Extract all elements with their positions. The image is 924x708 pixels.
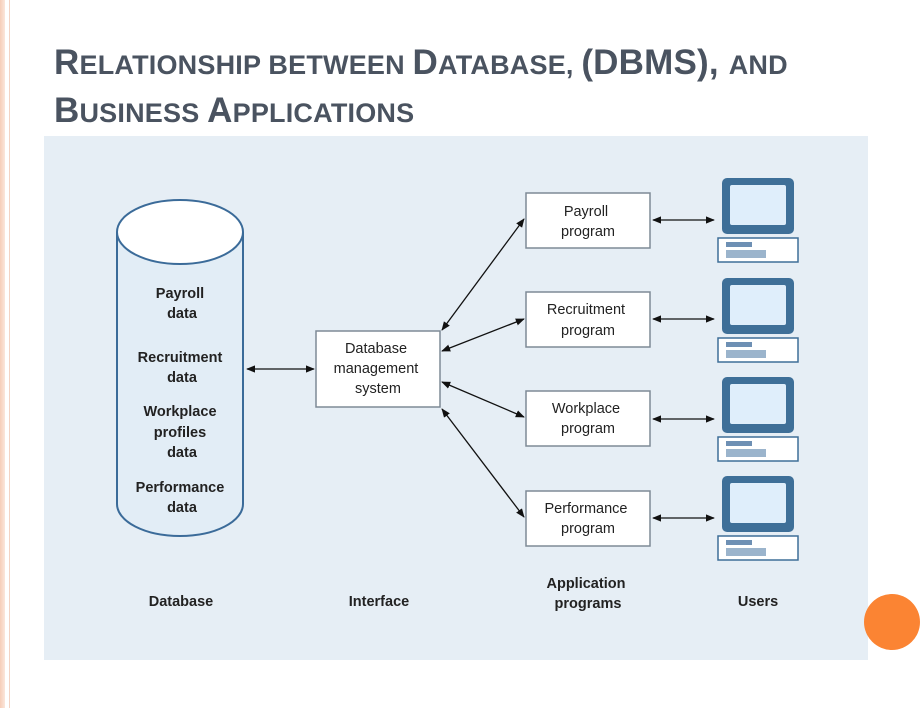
column-label-application: Application programs <box>547 576 630 612</box>
svg-text:Workplace program: Workplace program <box>552 401 624 437</box>
program-performance: Performance program <box>525 490 651 547</box>
program-recruitment: Recruitment program <box>525 291 651 348</box>
user-computer-icon <box>717 377 799 462</box>
diagram-panel: Payroll data Recruitment data Workplace … <box>44 136 868 660</box>
svg-text:Performance program: Performance program <box>544 501 631 537</box>
user-computer-icon <box>717 278 799 363</box>
db-item-workplace: Workplace profiles data <box>143 404 220 461</box>
database-cylinder <box>116 199 244 537</box>
user-computer-icon <box>717 476 799 561</box>
column-label-interface: Interface <box>349 594 409 610</box>
arrow-dbms-recruitment <box>441 318 525 352</box>
title-word-cap: R <box>54 43 80 82</box>
title-word-rest: USINESS <box>79 98 208 128</box>
column-label-database: Database <box>149 594 213 610</box>
db-item-recruitment: Recruitment data <box>138 350 227 386</box>
title-word-rest: ELATIONSHIP BETWEEN <box>79 50 413 80</box>
accent-circle <box>864 594 920 650</box>
arrow-dbms-workplace <box>441 381 525 418</box>
svg-text:Payroll program: Payroll program <box>561 204 615 240</box>
dbms-label: Database management system <box>334 341 423 397</box>
program-payroll: Payroll program <box>525 192 651 249</box>
title-word-rest: AND <box>728 50 788 80</box>
dbms-relationship-diagram: Payroll data Recruitment data Workplace … <box>116 178 799 612</box>
slide-title: RELATIONSHIP BETWEEN DATABASE, (DBMS), A… <box>54 40 924 136</box>
dbms-box <box>315 330 441 408</box>
arrow-dbms-performance <box>441 408 525 518</box>
title-word-rest: ATABASE, <box>438 50 582 80</box>
left-edge-decoration <box>0 0 5 708</box>
title-line-1: RELATIONSHIP BETWEEN DATABASE, (DBMS), A… <box>54 40 924 88</box>
title-word-cap: (DBMS), <box>581 43 729 82</box>
title-line-2: BUSINESS APPLICATIONS <box>54 88 924 136</box>
title-word-cap: B <box>54 91 80 130</box>
column-label-users: Users <box>738 594 778 610</box>
user-computer-icon <box>717 178 799 263</box>
title-word-rest: PPLICATIONS <box>232 98 415 128</box>
db-item-performance: Performance data <box>136 480 229 516</box>
svg-text:Recruitment program: Recruitment program <box>547 302 629 339</box>
left-edge-line <box>9 0 10 708</box>
program-workplace: Workplace program <box>525 390 651 447</box>
title-word-cap: A <box>207 91 233 130</box>
arrow-dbms-payroll <box>441 218 525 331</box>
db-item-payroll: Payroll data <box>156 286 208 322</box>
title-word-cap: D <box>412 43 438 82</box>
